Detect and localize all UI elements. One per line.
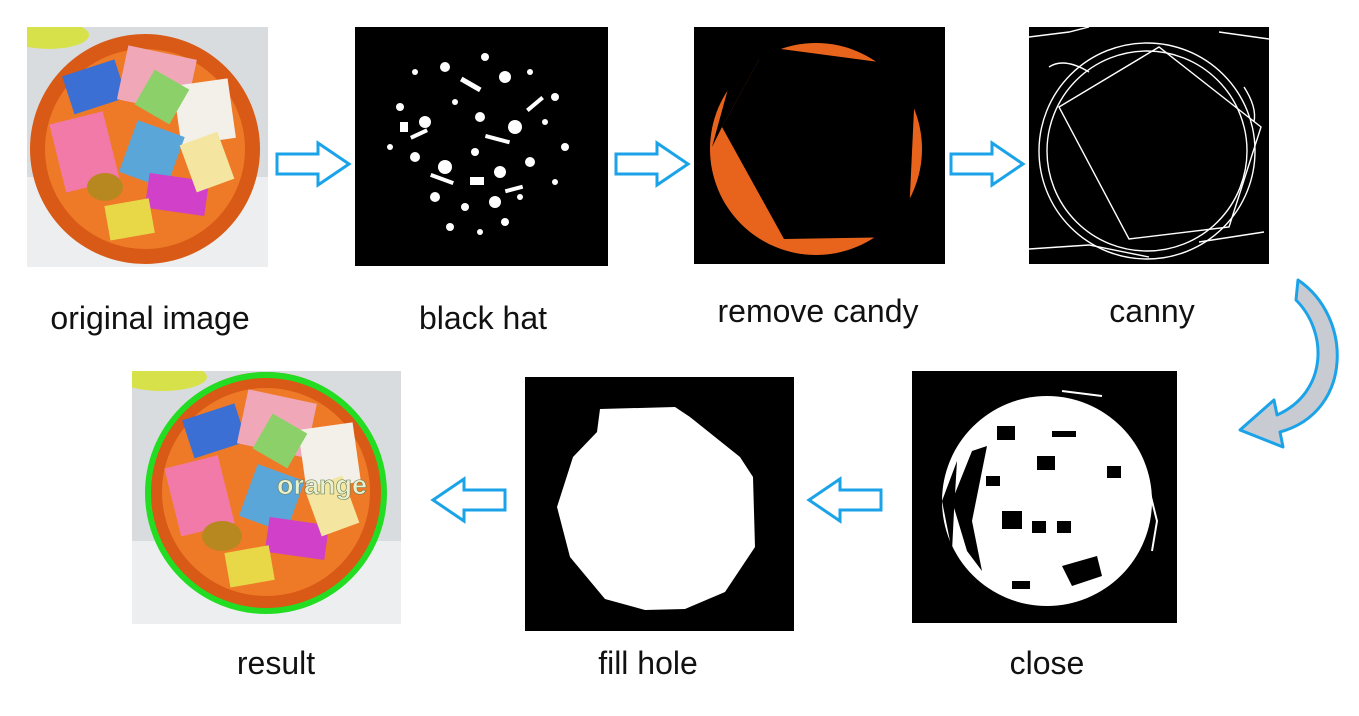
- curved-arrow-down: [1228, 272, 1358, 462]
- label-close: close: [1009, 645, 1085, 681]
- label-black-hat: black hat: [418, 300, 548, 336]
- panel-close: [912, 371, 1177, 623]
- black-hat-output: [355, 27, 608, 266]
- original-image-photo: [27, 27, 268, 267]
- panel-result: orange: [132, 371, 401, 624]
- arrow-left-2: [806, 476, 884, 524]
- panel-fill-hole: [525, 377, 794, 631]
- right-arrow-icon: [949, 140, 1026, 188]
- arrow-right-1: [274, 140, 352, 188]
- label-original-image: original image: [50, 300, 250, 336]
- arrow-right-2: [613, 140, 691, 188]
- label-result: result: [236, 645, 316, 681]
- detected-circle: [145, 372, 387, 614]
- panel-canny: [1029, 27, 1269, 264]
- left-arrow-icon: [806, 476, 883, 524]
- right-arrow-icon: [275, 140, 352, 188]
- close-output: [912, 371, 1177, 623]
- fill-hole-output: [525, 377, 794, 631]
- canny-output: [1029, 27, 1269, 264]
- result-photo: orange: [132, 371, 401, 624]
- left-arrow-icon: [430, 476, 507, 524]
- panel-original-image: [27, 27, 268, 267]
- remove-candy-output: [694, 27, 945, 264]
- label-canny: canny: [1109, 293, 1195, 329]
- arrow-left-1: [430, 476, 508, 524]
- label-remove-candy: remove candy: [717, 293, 919, 329]
- label-fill-hole: fill hole: [598, 645, 698, 681]
- right-arrow-icon: [614, 140, 691, 188]
- arrow-right-3: [948, 140, 1026, 188]
- curved-arrow-icon: [1238, 278, 1339, 449]
- panel-remove-candy: [694, 27, 945, 264]
- result-overlay-label: orange: [277, 470, 367, 500]
- panel-black-hat: [355, 27, 608, 266]
